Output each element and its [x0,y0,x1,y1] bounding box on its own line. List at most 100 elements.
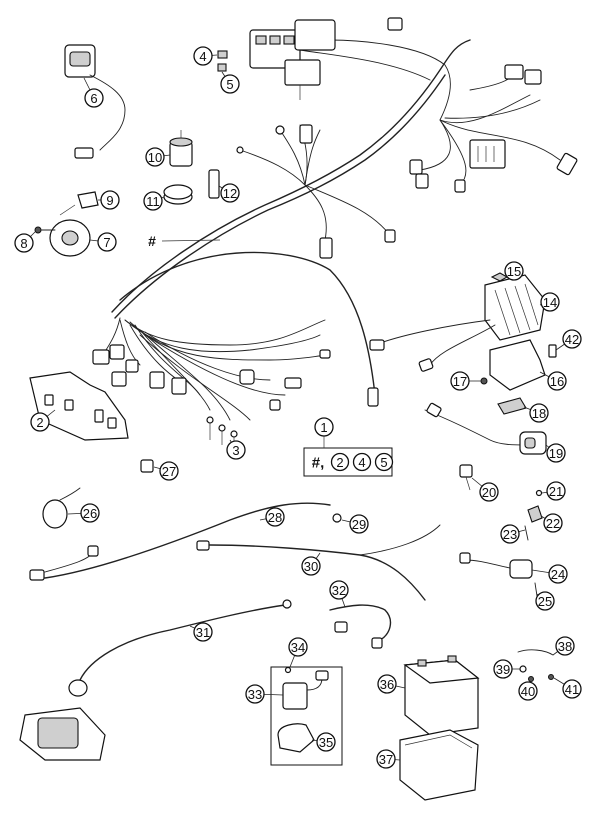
callout-2: 2 [30,412,50,432]
callout-circle-12 [220,183,240,203]
callout-37: 37 [376,749,396,769]
callout-6: 6 [84,88,104,108]
callout-label-31: 31 [196,625,210,640]
capacitor [169,130,193,167]
callout-1: 1 [314,417,334,437]
callout-34: 34 [288,637,308,657]
callout-label-5: 5 [226,77,233,92]
callout-circle-29 [349,514,369,534]
callout-circle-33 [245,684,265,704]
callout-label-36: 36 [380,677,394,692]
callout-circle-19 [546,443,566,463]
callout-circle-18 [529,403,549,423]
callout-label-20: 20 [482,485,496,500]
kit-item-5: 5 [374,452,394,472]
nut-34 [284,666,292,674]
callout-circle-27 [159,461,179,481]
callout-label-26: 26 [83,506,97,521]
relay-connector-block [249,17,403,100]
clip-42 [548,344,557,358]
callout-15: 15 [504,261,524,281]
callout-circle-32 [329,580,349,600]
callout-label-17: 17 [453,374,467,389]
callout-3: 3 [226,440,246,460]
connector-27 [140,459,154,473]
callout-circle-9 [100,190,120,210]
callout-label-39: 39 [496,662,510,677]
callout-circle-38 [555,636,575,656]
callout-26: 26 [80,503,100,523]
battery [403,655,480,736]
callout-9: 9 [100,190,120,210]
callout-circle-8 [14,233,34,253]
callout-circle-14 [540,292,560,312]
callout-label-29: 29 [352,517,366,532]
callout-circle-39 [493,659,513,679]
callout-label-11: 11 [146,194,160,209]
ground-cable-parts [517,649,554,682]
callout-circle-24 [548,564,568,584]
callout-8: 8 [14,233,34,253]
callout-33: 33 [245,684,265,704]
callout-16: 16 [547,371,567,391]
callout-circle-36 [377,674,397,694]
callout-label-42: 42 [565,332,579,347]
callout-25: 25 [535,591,555,611]
kit-item-2: 2 [330,452,350,472]
kit-item-circle-4 [352,452,372,472]
callout-30: 30 [301,556,321,576]
fuse-box-connector [409,64,578,193]
starter-relay [459,552,538,597]
callout-circle-21 [546,481,566,501]
callout-circle-2 [30,412,50,432]
ignition-switch [64,44,126,159]
callout-circle-23 [500,524,520,544]
callout-circle-5 [220,74,240,94]
callout-label-15: 15 [507,264,521,279]
callout-28: 28 [265,507,285,527]
callout-36: 36 [377,674,397,694]
callout-circle-16 [547,371,567,391]
callout-circle-17 [450,371,470,391]
callout-label-34: 34 [291,640,305,655]
callout-label-30: 30 [304,559,318,574]
callout-circle-37 [376,749,396,769]
cable-tie [42,487,81,529]
callout-label-6: 6 [90,91,97,106]
callout-circle-22 [543,513,563,533]
callout-7: 7 [97,232,117,252]
callout-label-4: 4 [199,49,206,64]
bracket-screw-17 [480,377,488,385]
callout-20: 20 [479,482,499,502]
callout-label-35: 35 [319,735,333,750]
main-wiring-harness [99,39,561,421]
capacitor-holder [163,184,193,205]
horn-bracket [77,191,99,209]
relay-33 [282,670,329,710]
callout-38: 38 [555,636,575,656]
callout-circle-6 [84,88,104,108]
callout-41: 41 [562,679,582,699]
callout-32: 32 [329,580,349,600]
callout-4: 4 [193,46,213,66]
lower-connectors-cluster [92,344,331,448]
callout-circle-42 [562,329,582,349]
callout-label-23: 23 [503,527,517,542]
callout-label-16: 16 [550,374,564,389]
clip-12 [208,169,220,199]
callout-label-10: 10 [148,150,162,165]
callout-circle-4 [193,46,213,66]
callout-18: 18 [529,403,549,423]
mounting-bracket [29,371,129,441]
callout-circle-20 [479,482,499,502]
cable-30 [196,524,441,601]
callout-12: 12 [220,183,240,203]
callout-label-1: 1 [320,420,327,435]
callout-label-2: 2 [36,415,43,430]
kit-item-circle-2 [330,452,350,472]
callout-5: 5 [220,74,240,94]
callout-circle-15 [504,261,524,281]
callout-label-33: 33 [248,687,262,702]
